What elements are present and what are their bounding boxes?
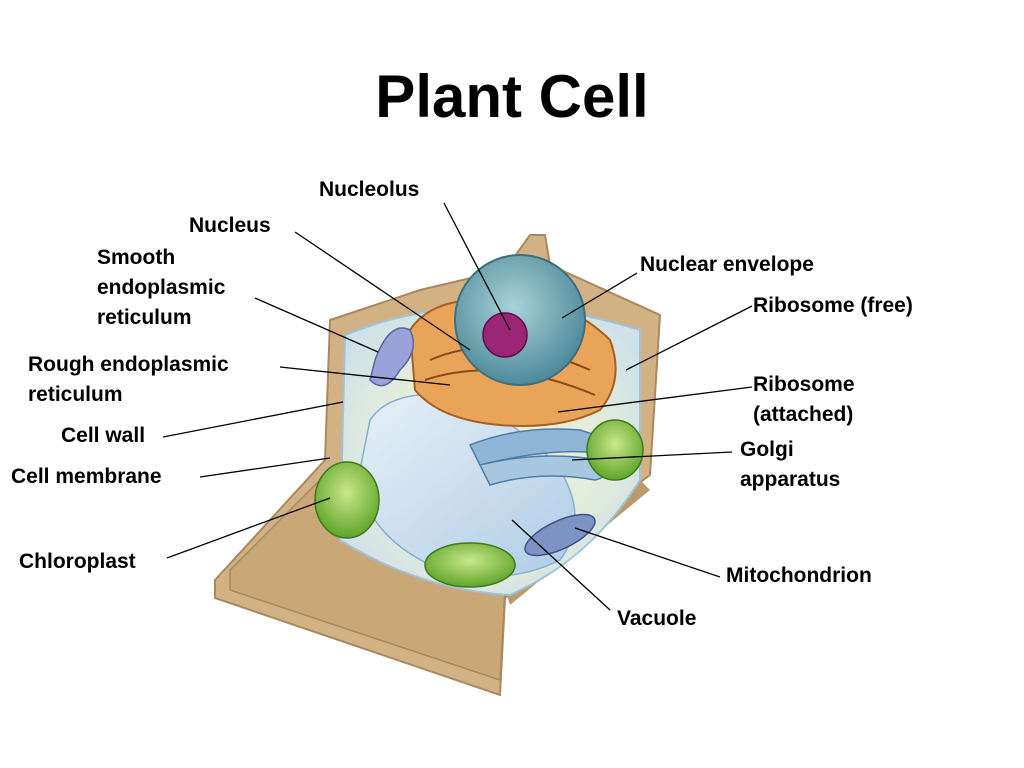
label-smooth-er: Smooth endoplasmic reticulum (97, 246, 226, 329)
nucleolus-shape (482, 312, 528, 358)
label-vacuole: Vacuole (617, 607, 697, 630)
label-rough-er: Rough endoplasmic reticulum (28, 353, 229, 406)
leader-line-nucleolus (443, 202, 511, 331)
leader-line-chloroplast (166, 497, 331, 559)
chloroplast-shape (314, 461, 380, 539)
leader-line-nucleus (294, 231, 471, 351)
label-cell-membrane: Cell membrane (11, 465, 162, 488)
leader-line-ribosome-attached (557, 386, 753, 413)
leader-line-smooth-er (254, 297, 379, 353)
chloroplast-shape (424, 542, 516, 588)
leader-line-vacuole (511, 519, 611, 611)
leader-line-golgi (571, 451, 733, 461)
leader-line-rough-er (279, 366, 451, 386)
leader-line-nuclear-envelope (561, 272, 638, 319)
label-cell-wall: Cell wall (61, 424, 146, 447)
label-chloroplast: Chloroplast (19, 550, 136, 573)
leader-line-cell-membrane (199, 457, 331, 478)
label-mitochondrion: Mitochondrion (726, 564, 872, 587)
leader-line-mitochondrion (574, 527, 721, 578)
nucleus-shape (454, 254, 586, 386)
label-nucleus: Nucleus (189, 214, 271, 237)
leader-lines (162, 202, 753, 611)
label-nucleolus: Nucleolus (319, 178, 420, 201)
leader-line-ribosome-free (625, 305, 753, 371)
label-ribosome-attached: Ribosome (attached) (753, 373, 855, 426)
label-ribosome-free: Ribosome (free) (753, 294, 913, 317)
smooth-er-shape (369, 327, 415, 387)
leader-line-cell-wall (162, 401, 344, 438)
chloroplast-shape (586, 419, 644, 481)
page-title: Plant Cell (375, 63, 649, 130)
label-golgi: Golgi apparatus (740, 438, 841, 491)
mitochondrion-shape (524, 513, 596, 557)
label-nuclear-envelope: Nuclear envelope (640, 253, 814, 276)
